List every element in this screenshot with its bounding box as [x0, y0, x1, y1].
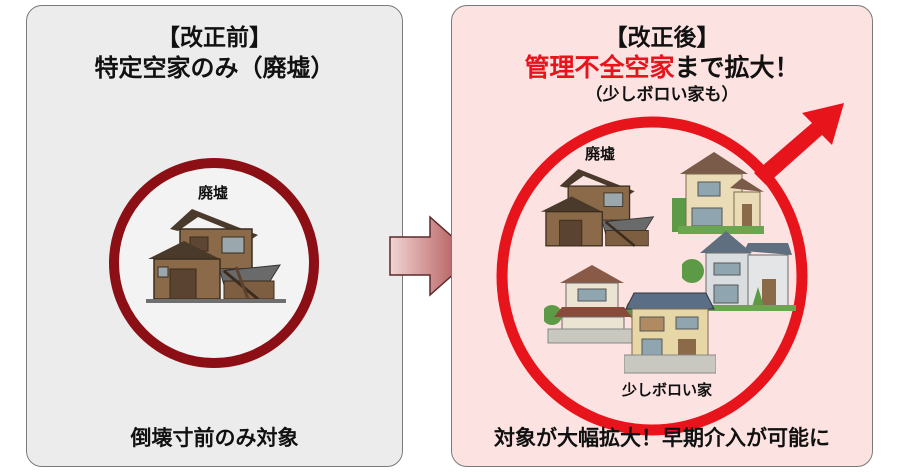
expanded-scope-circle	[496, 103, 844, 436]
shabby-house-icon	[672, 152, 764, 234]
after-subheading-highlight: 管理不全空家	[524, 53, 675, 82]
after-heading: 【改正後】	[604, 25, 720, 51]
before-heading: 【改正前】	[157, 25, 272, 51]
before-subheading: 特定空家のみ（廃墟）	[94, 54, 335, 82]
shabby-house-icon	[544, 265, 644, 344]
shabby-house-icon	[682, 231, 796, 311]
ruined-house-icon	[146, 209, 286, 303]
before-ruin-label: 廃墟	[198, 184, 229, 202]
after-subheading-rest: まで拡大！	[674, 53, 800, 82]
after-panel: 【改正後】 管理不全空家まで拡大！ （少しボロい家も） 廃墟	[451, 5, 873, 467]
after-subheading: 管理不全空家まで拡大！	[452, 48, 872, 84]
before-footer: 倒壊寸前のみ対象	[130, 426, 299, 450]
before-panel: 【改正前】 特定空家のみ（廃墟） 廃墟 倒壊寸前のみ対象	[26, 5, 403, 467]
after-note: （少しボロい家も）	[585, 85, 739, 105]
ruined-house-icon	[540, 169, 655, 247]
after-ruin-label: 廃墟	[585, 145, 616, 163]
after-shabby-label: 少しボロい家	[622, 381, 713, 399]
shabby-house-icon	[624, 292, 716, 374]
after-footer: 対象が大幅拡大！早期介入が可能に	[494, 426, 830, 450]
